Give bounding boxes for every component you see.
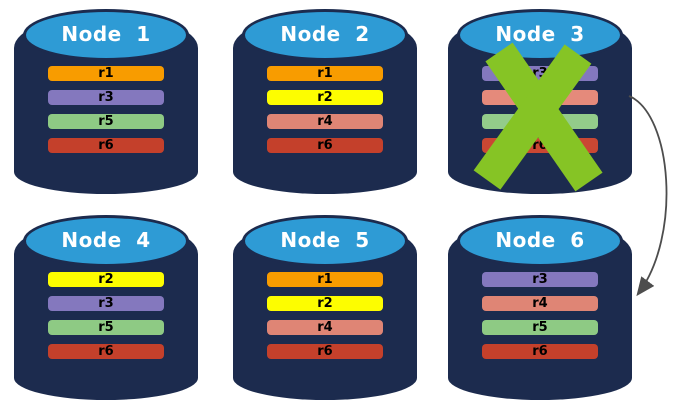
replica-bar: r4 — [267, 320, 383, 335]
replica-bar: r2 — [267, 296, 383, 311]
replica-bar: r5 — [48, 114, 164, 129]
replica-list: r1 r2 r4 r6 — [267, 272, 383, 359]
cylinder-top-ellipse — [242, 215, 408, 267]
replica-label: r2 — [98, 272, 114, 287]
node-title: Node 4 — [61, 228, 151, 252]
node-1: Node 1 r1 r3 r5 r6 — [14, 4, 198, 194]
replica-bar: r6 — [267, 138, 383, 153]
cylinder-top-ellipse — [23, 9, 189, 61]
cylinder-top-ellipse — [23, 215, 189, 267]
replica-bar: r3 — [482, 272, 598, 287]
replica-label: r5 — [532, 320, 548, 335]
replica-bar: r1 — [267, 66, 383, 81]
node-2: Node 2 r1 r2 r4 r6 — [233, 4, 417, 194]
node-title: Node 3 — [495, 22, 585, 46]
replica-bar: r6 — [48, 344, 164, 359]
replica-bar: r3 — [48, 296, 164, 311]
replica-bar: r5 — [482, 320, 598, 335]
replica-bar: r4 — [267, 114, 383, 129]
cylinder-top-ellipse — [242, 9, 408, 61]
replica-label: r2 — [317, 90, 333, 105]
replica-label: r4 — [532, 296, 548, 311]
replica-label: r6 — [317, 138, 333, 153]
replica-list: r1 r2 r4 r6 — [267, 66, 383, 153]
replica-bar: r2 — [48, 272, 164, 287]
replica-bar: r2 — [267, 90, 383, 105]
node-3: Node 3 r3 r4 r5 r6 — [448, 4, 632, 194]
node-6: Node 6 r3 r4 r5 r6 — [448, 210, 632, 400]
replica-label: r4 — [317, 114, 333, 129]
replica-label: r1 — [98, 66, 114, 81]
replica-label: r3 — [532, 66, 548, 81]
replica-bar: r4 — [482, 296, 598, 311]
replica-bar: r4 — [482, 90, 598, 105]
replica-bar: r6 — [482, 138, 598, 153]
node-title: Node 6 — [495, 228, 585, 252]
replica-label: r3 — [532, 272, 548, 287]
replica-label: r5 — [532, 114, 548, 129]
replica-label: r3 — [98, 90, 114, 105]
replica-label: r2 — [317, 296, 333, 311]
replica-label: r6 — [532, 344, 548, 359]
replica-label: r3 — [98, 296, 114, 311]
replica-list: r3 r4 r5 r6 — [482, 272, 598, 359]
replica-label: r6 — [98, 344, 114, 359]
replica-list: r3 r4 r5 r6 — [482, 66, 598, 153]
replica-list: r1 r3 r5 r6 — [48, 66, 164, 153]
replica-bar: r3 — [48, 90, 164, 105]
replica-bar: r5 — [482, 114, 598, 129]
replica-bar: r1 — [267, 272, 383, 287]
replica-label: r6 — [317, 344, 333, 359]
replica-bar: r6 — [267, 344, 383, 359]
node-title: Node 2 — [280, 22, 370, 46]
replica-label: r6 — [98, 138, 114, 153]
cylinder-top-ellipse — [457, 215, 623, 267]
replica-bar: r3 — [482, 66, 598, 81]
replica-bar: r5 — [48, 320, 164, 335]
node-5: Node 5 r1 r2 r4 r6 — [233, 210, 417, 400]
replica-label: r5 — [98, 114, 114, 129]
replica-bar: r1 — [48, 66, 164, 81]
replica-label: r4 — [532, 90, 548, 105]
replica-label: r4 — [317, 320, 333, 335]
replica-bar: r6 — [48, 138, 164, 153]
replica-bar: r6 — [482, 344, 598, 359]
node-title: Node 1 — [61, 22, 151, 46]
replica-label: r5 — [98, 320, 114, 335]
replica-label: r6 — [532, 138, 548, 153]
replica-list: r2 r3 r5 r6 — [48, 272, 164, 359]
node-title: Node 5 — [280, 228, 370, 252]
replica-label: r1 — [317, 66, 333, 81]
node-4: Node 4 r2 r3 r5 r6 — [14, 210, 198, 400]
replica-label: r1 — [317, 272, 333, 287]
